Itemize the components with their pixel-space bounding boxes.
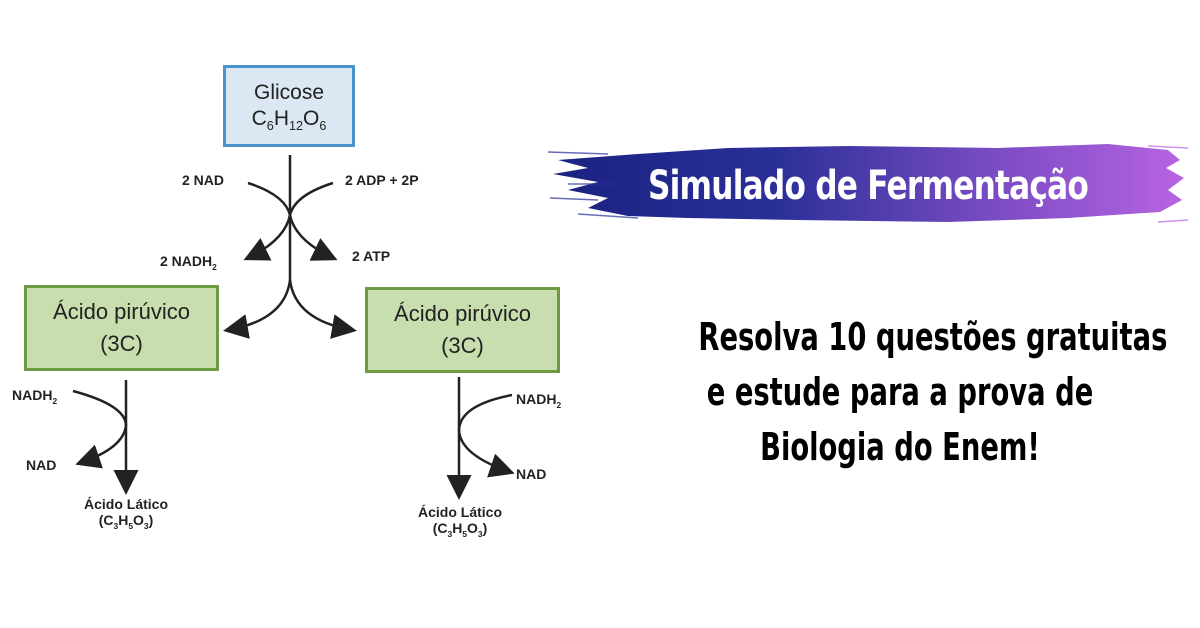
label-2nad: 2 NAD bbox=[182, 172, 225, 188]
label-nad-right: NAD bbox=[516, 466, 547, 482]
banner-title: Simulado de Fermentação bbox=[647, 163, 1089, 209]
lactic-acid-right: Ácido Lático (C3H5O3) bbox=[417, 504, 502, 539]
glicose-formula: C6H12O6 bbox=[251, 107, 327, 134]
piruvico-carbons: (3C) bbox=[100, 331, 143, 356]
subtitle-line3: Biologia do Enem! bbox=[760, 425, 1040, 469]
subtitle-line2: e estude para a prova de bbox=[706, 370, 1094, 414]
reaction-arrows bbox=[72, 155, 515, 500]
piruvico-carbons: (3C) bbox=[441, 333, 484, 358]
piruvico-label: Ácido pirúvico bbox=[394, 301, 531, 326]
label-2atp: 2 ATP bbox=[352, 248, 391, 264]
piruvico-label: Ácido pirúvico bbox=[53, 299, 190, 324]
subtitle: Resolva 10 questões gratuitas e estude p… bbox=[620, 310, 1180, 475]
subtitle-line1: Resolva 10 questões gratuitas bbox=[698, 315, 1168, 359]
glicose-label: Glicose bbox=[253, 81, 325, 104]
label-2adp-2p: 2 ADP + 2P bbox=[345, 172, 419, 188]
piruvico-box-right: Ácido pirúvico (3C) bbox=[365, 287, 560, 373]
label-nadh2-left: NADH2 bbox=[12, 387, 58, 406]
label-nadh2-right: NADH2 bbox=[516, 391, 562, 410]
glicose-box: Glicose C6H12O6 bbox=[223, 65, 355, 147]
brush-stroke-banner bbox=[548, 144, 1188, 223]
piruvico-box-left: Ácido pirúvico (3C) bbox=[24, 285, 219, 371]
label-nad-left: NAD bbox=[26, 457, 57, 473]
label-2nadh2: 2 NADH2 bbox=[160, 253, 217, 272]
lactic-acid-left: Ácido Lático (C3H5O3) bbox=[83, 496, 168, 531]
